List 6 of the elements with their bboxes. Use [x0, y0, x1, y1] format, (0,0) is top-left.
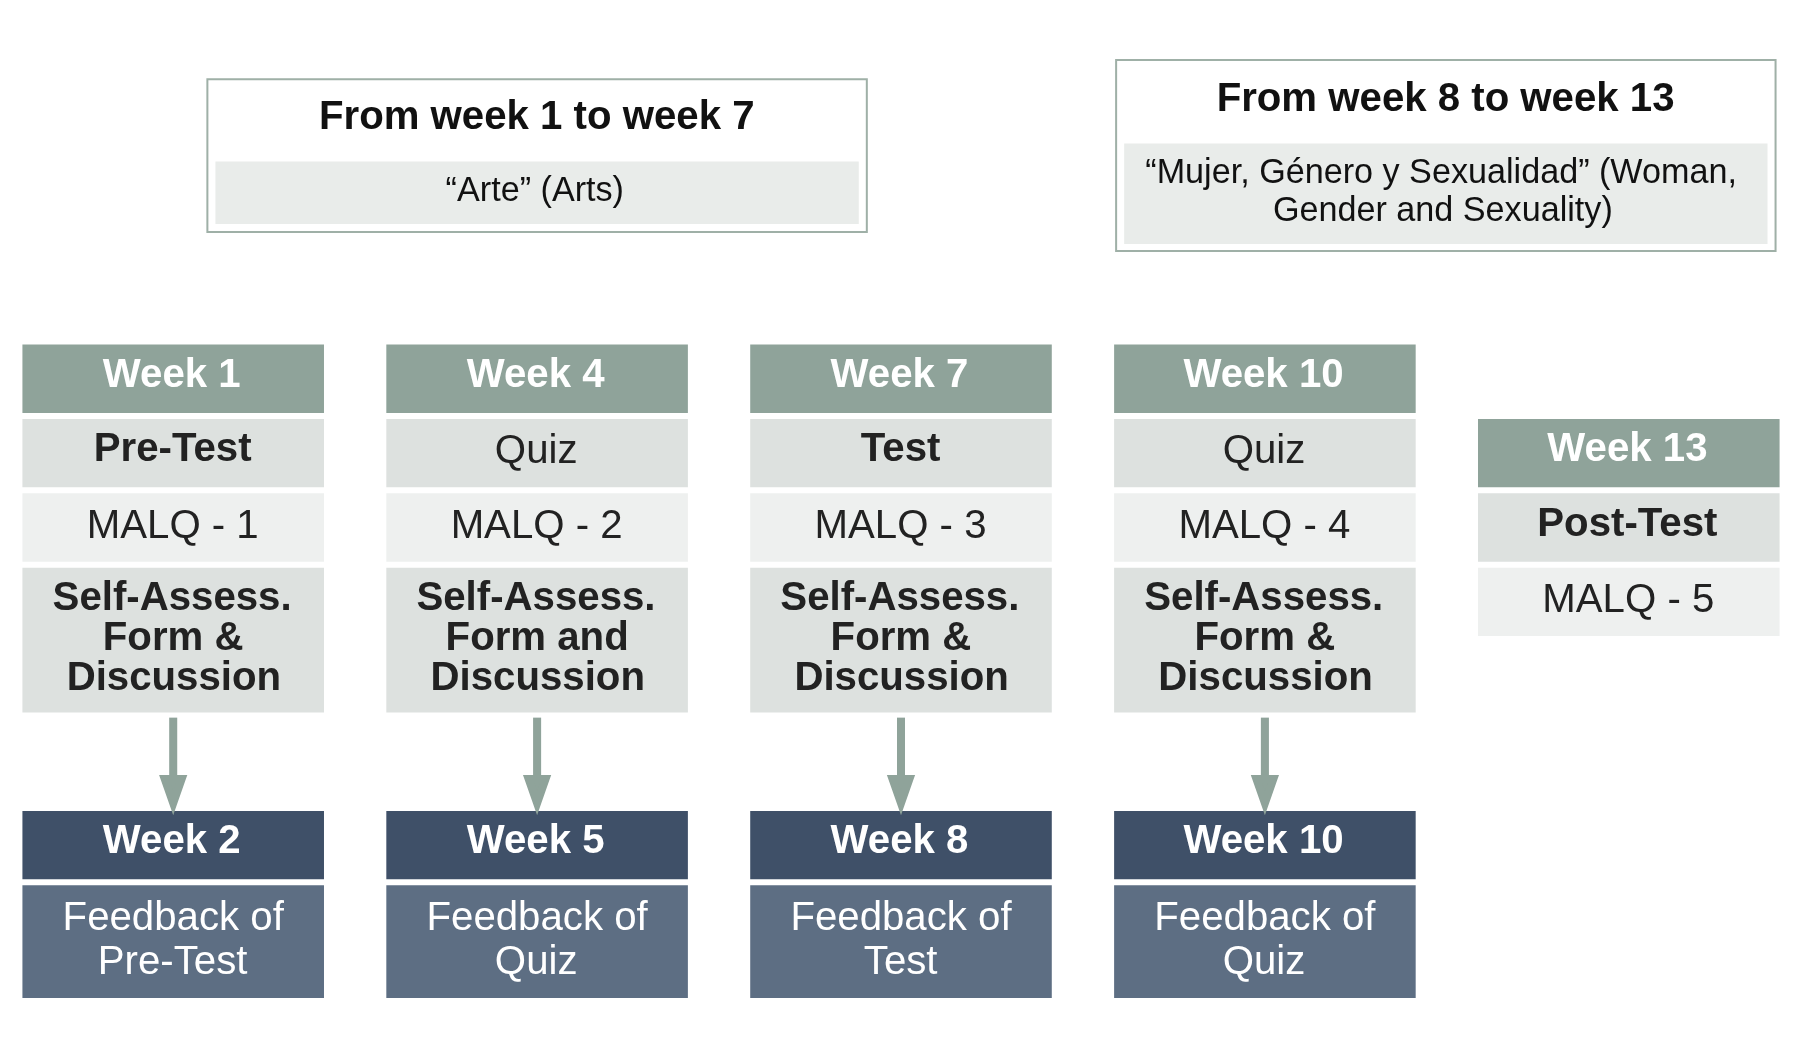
arrow	[523, 717, 552, 816]
node-box: From week 1 to week 7 “Arte” (Arts)	[206, 78, 868, 233]
arrow	[1250, 717, 1279, 816]
node-box: From week 8 to week 13 “Mujer, Género y Sexualidad” (Woman, Gender and Sexuality)	[1115, 59, 1777, 253]
arrow	[159, 717, 188, 816]
arrow	[886, 717, 916, 816]
